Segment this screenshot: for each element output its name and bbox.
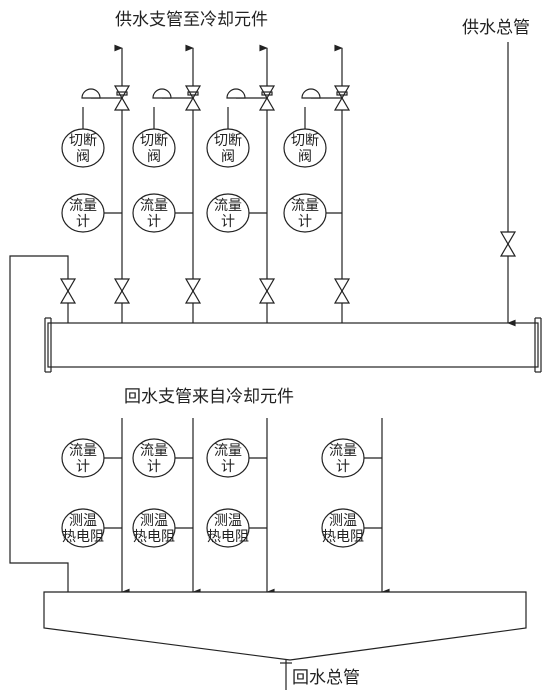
return-connectors [104, 457, 382, 529]
supply-main-valve [499, 231, 517, 257]
supply-flowmeter-3 [206, 193, 250, 233]
rtd-1-text: 测温 [69, 513, 97, 529]
shutoff-valve-3-text: 切断 [214, 133, 242, 149]
return-flowmeter-2-text: 流量 [140, 443, 168, 459]
return-collector [43, 591, 527, 661]
return-main-label: 回水总管 [292, 668, 360, 688]
shutoff-valve-1-text2: 阀 [76, 149, 90, 165]
shutoff-valve-1-text: 切断 [69, 133, 97, 149]
supply-flowmeter-2-text2: 计 [147, 214, 161, 230]
rtd-3-text: 测温 [214, 513, 242, 529]
rtd-4-text2: 热电阻 [322, 529, 364, 545]
shutoff-valve-4-text: 切断 [291, 133, 319, 149]
shutoff-valve-2 [132, 128, 176, 168]
shutoff-valve-4 [283, 128, 327, 168]
rtd-2-text2: 热电阻 [133, 529, 175, 545]
rtd-4-text: 测温 [329, 513, 357, 529]
rtd-2-text: 测温 [140, 513, 168, 529]
motorized-valves-upper [81, 85, 351, 111]
shutoff-valve-2-text2: 阀 [147, 149, 161, 165]
supply-flowmeter-3-text: 流量 [214, 198, 242, 214]
shutoff-valve-2-text: 切断 [140, 133, 168, 149]
supply-flowmeter-4-text2: 计 [298, 214, 312, 230]
supply-flowmeter-4-text: 流量 [291, 198, 319, 214]
return-flowmeter-3-text2: 计 [221, 459, 235, 475]
return-branch-label: 回水支管来自冷却元件 [124, 387, 294, 407]
supply-flowmeter-2 [132, 193, 176, 233]
return-flowmeter-1-text2: 计 [76, 459, 90, 475]
return-flowmeter-2 [132, 438, 176, 478]
return-flowmeter-4-text2: 计 [336, 459, 350, 475]
return-flowmeter-4 [321, 438, 365, 478]
return-flowmeter-2-text2: 计 [147, 459, 161, 475]
rtd-3 [206, 508, 250, 548]
shutoff-valve-3-text2: 阀 [221, 149, 235, 165]
return-flowmeter-1-text: 流量 [69, 443, 97, 459]
bypass-valve [59, 278, 77, 304]
return-branch-pipes [121, 418, 390, 596]
supply-flowmeter-3-text2: 计 [221, 214, 235, 230]
rtd-2 [132, 508, 176, 548]
bypass-pipe [9, 255, 69, 592]
return-flowmeter-4-text: 流量 [329, 443, 357, 459]
supply-flowmeter-1 [61, 193, 105, 233]
rtd-4 [321, 508, 365, 548]
rtd-1-text2: 热电阻 [62, 529, 104, 545]
instrument-connectors [82, 107, 342, 214]
shutoff-valve-4-text2: 阀 [298, 149, 312, 165]
supply-flowmeter-4 [283, 193, 327, 233]
supply-flowmeter-1-text2: 计 [76, 214, 90, 230]
rtd-3-text2: 热电阻 [207, 529, 249, 545]
supply-flowmeter-2-text: 流量 [140, 198, 168, 214]
supply-header-pipe [44, 317, 542, 373]
shutoff-valve-3 [206, 128, 250, 168]
supply-branch-label: 供水支管至冷却元件 [115, 10, 268, 30]
return-flowmeter-3-text: 流量 [214, 443, 242, 459]
shutoff-valve-1 [61, 128, 105, 168]
supply-flowmeter-1-text: 流量 [69, 198, 97, 214]
branch-valves-lower [113, 278, 351, 304]
return-flowmeter-3 [206, 438, 250, 478]
supply-main-label: 供水总管 [462, 18, 530, 38]
return-flowmeter-1 [61, 438, 105, 478]
rtd-1 [61, 508, 105, 548]
